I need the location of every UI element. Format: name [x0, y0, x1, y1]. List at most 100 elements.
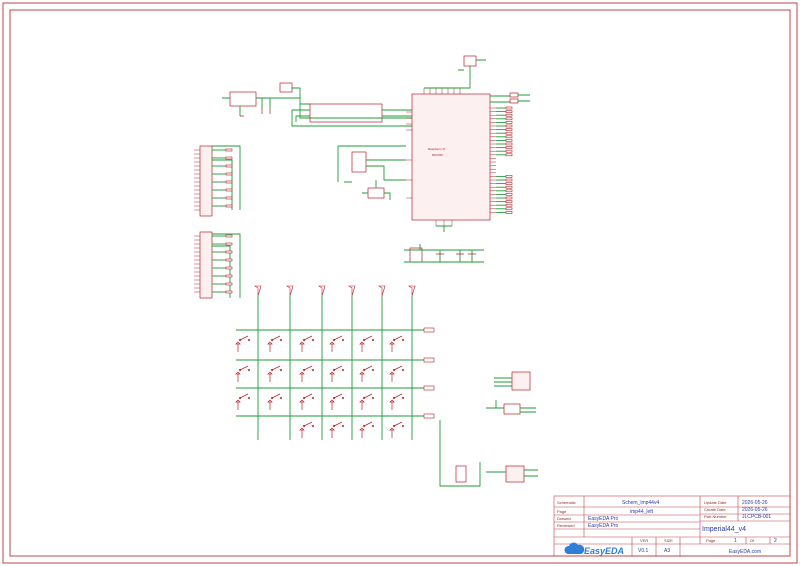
column-port: [378, 285, 386, 297]
net-flag: [225, 282, 233, 286]
key-diode: [235, 399, 241, 403]
key-switch-contact: [311, 368, 315, 372]
net-flag: [505, 142, 513, 146]
tb-update-date-label: Update Date: [704, 500, 727, 505]
key-diode: [267, 341, 273, 345]
key-switch-contact: [371, 368, 375, 372]
key-matrix: [235, 285, 435, 440]
net-flag: [225, 156, 233, 160]
key-diode: [267, 399, 273, 403]
usb-lines: [490, 92, 530, 104]
key-diode: [389, 399, 395, 403]
key-switch-contact: [332, 396, 336, 400]
key-switch: [363, 393, 373, 399]
key-diode: [329, 341, 335, 345]
key-switch-contact: [302, 338, 306, 342]
net-flag: [225, 188, 233, 192]
key-switch: [363, 421, 373, 427]
led-matrix-2: [439, 420, 538, 487]
net-flag: [225, 164, 233, 168]
net-flag: [505, 211, 513, 214]
key-diode: [389, 427, 395, 431]
tb-reviewed-value: EasyEDA Pro: [588, 523, 619, 529]
tb-page-num-value: 1: [734, 538, 737, 544]
net-flag: [505, 113, 513, 117]
key-switch: [333, 335, 343, 341]
key-switch: [271, 393, 281, 399]
key-switch: [333, 421, 343, 427]
tb-reviewed-label: Reviewed: [557, 523, 575, 528]
key-switch-contact: [401, 338, 405, 342]
net-flag: [225, 172, 233, 176]
key-switch: [333, 393, 343, 399]
tb-create-date-value: 2026-05-26: [742, 507, 768, 513]
key-switch-contact: [401, 368, 405, 372]
key-switch-contact: [247, 338, 251, 342]
key-switch-contact: [392, 338, 396, 342]
tb-drawn-label: Drawed: [557, 516, 571, 521]
tb-create-date-label: Create Date: [704, 507, 726, 512]
net-flag: [505, 131, 513, 135]
net-flag: [505, 110, 513, 113]
key-switch-contact: [362, 396, 366, 400]
connector-2-pins: [194, 234, 233, 294]
key-switch-contact: [332, 338, 336, 342]
tb-project-name: Imperial44_v4: [702, 526, 746, 533]
key-switch-contact: [392, 396, 396, 400]
key-switch: [393, 335, 403, 341]
connector-1-pins: [194, 148, 233, 211]
net-flag: [225, 250, 233, 254]
logo-text: EasyEDA: [584, 546, 624, 556]
tb-size-label: SIZE: [664, 538, 673, 543]
column-port: [254, 285, 262, 297]
net-flag: [505, 135, 513, 139]
net-flag: [225, 180, 233, 184]
key-diode: [299, 399, 305, 403]
key-switch: [303, 393, 313, 399]
row-port: [423, 385, 435, 391]
tb-page-value: imp44_left: [630, 509, 654, 515]
key-switch-contact: [332, 424, 336, 428]
key-switch-contact: [279, 338, 283, 342]
column-port: [318, 285, 326, 297]
key-diode: [329, 371, 335, 375]
mcu-rp2040: Raspberry Pi RP2040: [406, 55, 491, 232]
key-switch-contact: [279, 396, 283, 400]
key-diode: [267, 371, 273, 375]
net-flag: [505, 175, 513, 178]
tb-schematic-label: Schematic: [557, 500, 576, 505]
column-port: [408, 285, 416, 297]
key-switch: [363, 335, 373, 341]
net-flag: [505, 182, 513, 185]
key-switch: [271, 335, 281, 341]
gpio-right-pins: [490, 106, 513, 214]
tb-size-value: A3: [664, 548, 670, 554]
key-switch-contact: [311, 396, 315, 400]
key-diode: [389, 341, 395, 345]
key-switch: [271, 365, 281, 371]
key-switch-contact: [341, 424, 345, 428]
sheet-inner-border: [9, 9, 791, 557]
net-flag: [505, 189, 513, 193]
net-flag: [225, 258, 233, 262]
tb-website: EasyEDA.com: [729, 549, 761, 555]
key-diode: [359, 341, 365, 345]
title-block: Schematic Schem_imp44v4 Page imp44_left …: [553, 495, 791, 557]
key-switch-contact: [238, 338, 242, 342]
row-port: [423, 327, 435, 333]
key-switch-contact: [270, 338, 274, 342]
net-flag: [505, 121, 513, 124]
net-flag: [505, 139, 513, 142]
key-diode: [359, 371, 365, 375]
tb-version-label: VER: [640, 538, 648, 543]
flash-section: [404, 244, 484, 263]
led-matrix-1: [494, 371, 531, 391]
key-diode: [299, 371, 305, 375]
key-switch-contact: [311, 338, 315, 342]
key-switch-contact: [302, 424, 306, 428]
key-switch-contact: [371, 424, 375, 428]
tb-drawn-value: EasyEDA Pro: [588, 516, 619, 522]
net-flag: [505, 207, 513, 211]
